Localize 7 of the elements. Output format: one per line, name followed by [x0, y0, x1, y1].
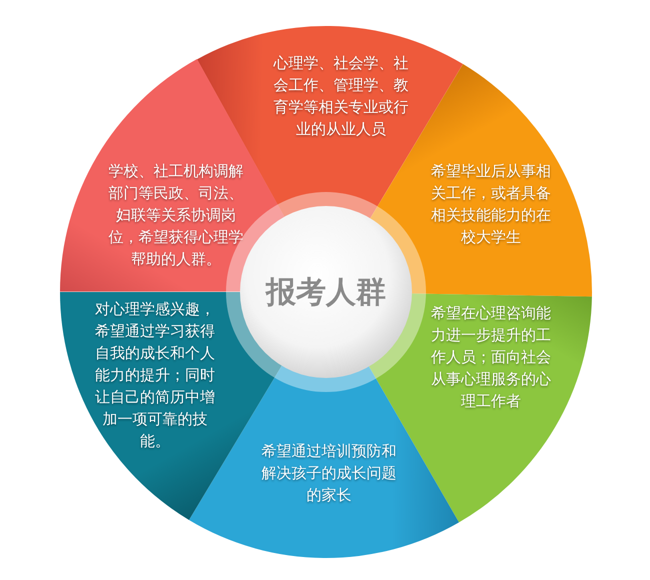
- sector-text: 希望在心理咨询能力进一步提升的工作人员；面向社会从事心理服务的心理工作者: [430, 303, 552, 412]
- sector-text: 希望通过培训预防和解决孩子的成长问题的家长: [260, 441, 398, 506]
- sector-text: 对心理学感兴趣，希望通过学习获得自我的成长和个人能力的提升；同时让自己的简历中增加一项可靠的技能。: [94, 299, 216, 452]
- sector-text: 学校、社工机构调解部门等民政、司法、妇联等关系协调岗位，希望获得心理学帮助的人群。: [108, 160, 244, 270]
- sector-text: 希望毕业后从事相关工作，或者具备相关技能能力的在校大学生: [430, 160, 552, 248]
- center-title: 报考人群: [266, 274, 386, 312]
- sector-text: 心理学、社会学、社会工作、管理学、教育学等相关专业或行业的从业人员: [272, 53, 410, 140]
